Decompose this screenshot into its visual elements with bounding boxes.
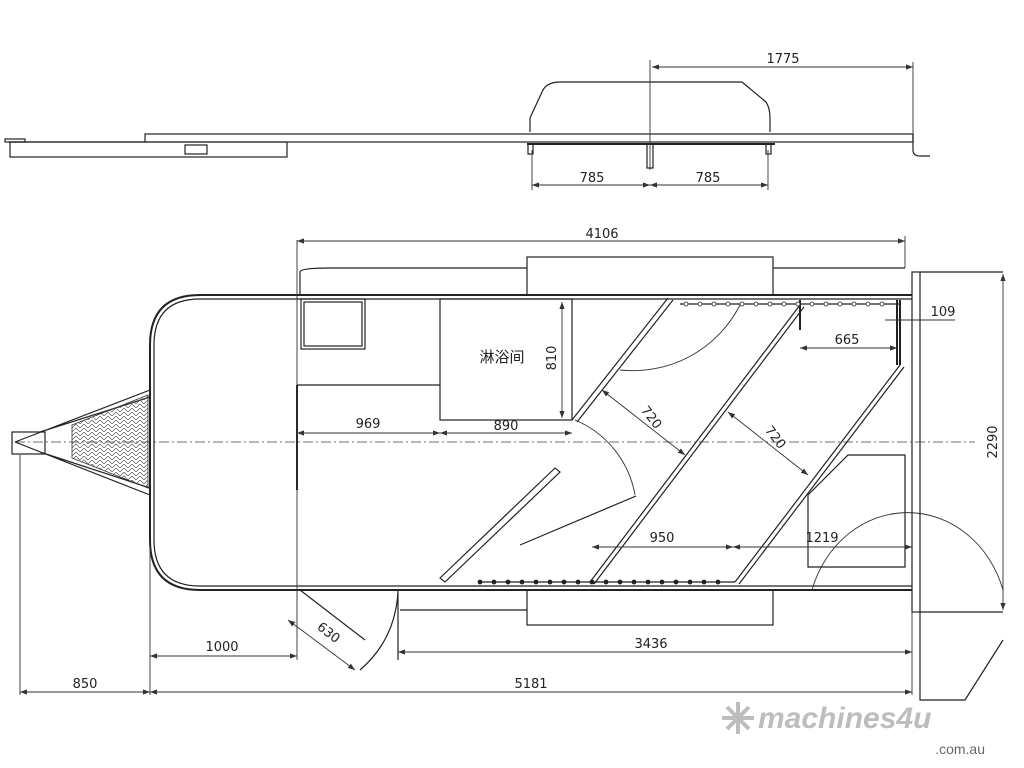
tie-ring xyxy=(865,301,871,307)
tie-ring xyxy=(575,579,581,585)
tie-ring xyxy=(645,579,651,585)
logo-suffix: .com.au xyxy=(935,741,985,757)
tie-ring xyxy=(837,301,843,307)
side-elevation: 1775 785 785 xyxy=(4,52,930,190)
tie-ring xyxy=(533,579,539,585)
tie-ring xyxy=(739,301,745,307)
tie-ring-rows xyxy=(477,301,885,585)
tie-ring xyxy=(603,579,609,585)
tie-ring xyxy=(767,301,773,307)
dim-1775: 1775 xyxy=(766,52,799,67)
tie-ring xyxy=(753,301,759,307)
dim-850: 850 xyxy=(73,677,98,692)
tie-ring xyxy=(781,301,787,307)
snowflake-icon xyxy=(722,702,754,734)
tie-ring xyxy=(795,301,801,307)
tie-ring xyxy=(683,301,689,307)
tie-ring xyxy=(809,301,815,307)
tack-area xyxy=(807,454,906,568)
tie-ring xyxy=(561,579,567,585)
fender-bottom xyxy=(526,589,774,626)
tie-ring xyxy=(659,579,665,585)
dim-5181: 5181 xyxy=(514,677,547,692)
tie-ring xyxy=(823,301,829,307)
dim-4106: 4106 xyxy=(585,227,618,242)
tie-ring xyxy=(631,579,637,585)
floor-plan: 淋浴间 810 969 890 720 720 665 109 950 1219… xyxy=(11,227,1006,701)
dim-1000: 1000 xyxy=(205,640,238,655)
machines4u-logo: machines4u .com.au xyxy=(722,702,985,757)
tie-ring xyxy=(715,579,721,585)
dim-785-front: 785 xyxy=(580,171,605,186)
tie-ring xyxy=(505,579,511,585)
logo-wordmark: machines4u xyxy=(758,702,931,735)
tie-ring xyxy=(617,579,623,585)
tie-ring xyxy=(851,301,857,307)
tie-ring xyxy=(589,579,595,585)
shower-room xyxy=(439,298,573,421)
dim-2290: 2290 xyxy=(986,425,1001,458)
tie-ring xyxy=(701,579,707,585)
tie-ring xyxy=(725,301,731,307)
room-label-shower: 淋浴间 xyxy=(479,348,524,366)
dim-950: 950 xyxy=(650,531,675,546)
dim-890: 890 xyxy=(494,419,519,434)
partition-2 xyxy=(589,304,805,585)
partition-1 xyxy=(571,297,674,423)
dim-720-b: 720 xyxy=(761,423,788,452)
tie-ring xyxy=(687,579,693,585)
partition-3 xyxy=(734,364,905,585)
dim-665: 665 xyxy=(835,333,860,348)
tie-ring xyxy=(547,579,553,585)
tie-ring xyxy=(491,579,497,585)
tie-ring xyxy=(711,301,717,307)
dim-3436: 3436 xyxy=(634,637,667,652)
dim-720-a: 720 xyxy=(637,403,664,432)
coupler-plate xyxy=(11,431,46,455)
dim-1219: 1219 xyxy=(805,531,838,546)
tie-ring xyxy=(477,579,483,585)
tie-ring xyxy=(519,579,525,585)
tie-ring xyxy=(697,301,703,307)
dim-810: 810 xyxy=(545,346,560,371)
fender-top xyxy=(526,256,774,296)
tie-ring xyxy=(879,301,885,307)
tie-ring xyxy=(673,579,679,585)
dim-785-rear: 785 xyxy=(696,171,721,186)
dim-109: 109 xyxy=(931,305,956,320)
dim-969: 969 xyxy=(356,417,381,432)
